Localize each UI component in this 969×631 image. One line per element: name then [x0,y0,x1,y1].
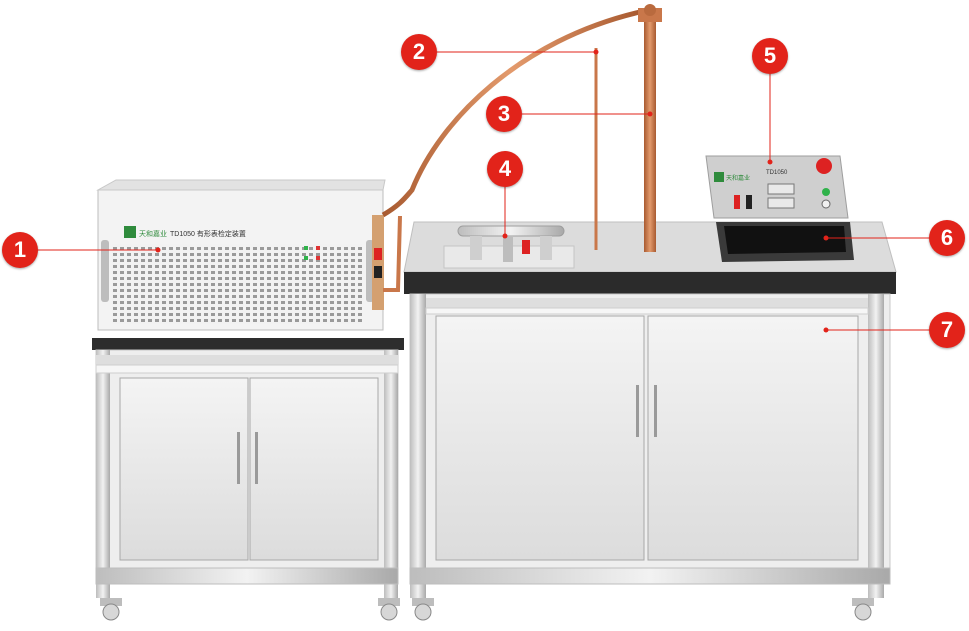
instrument-box: 天和嘉业 TD1050 有形表检定装置 [96,179,386,331]
caster [100,598,122,621]
caster [412,598,434,621]
copper-conductor [381,4,662,292]
brand-logo: 天和嘉业 [139,229,167,238]
caster [852,598,874,621]
device-label: TD1050 有形表检定装置 [170,229,246,238]
callout-5: 5 [752,38,788,74]
left-cabinet [92,338,404,621]
callout-6: 6 [929,220,965,256]
clamp-device [457,225,565,262]
callout-1: 1 [2,232,38,268]
control-panel: 天和嘉业 TD1050 [705,155,849,219]
brand-logo-icon [124,226,136,238]
right-table [403,221,897,621]
callout-2: 2 [401,34,437,70]
leader-lines [37,49,930,333]
panel-model: TD1050 [766,170,788,176]
caster [378,598,400,621]
callout-7: 7 [929,312,965,348]
callout-4: 4 [487,151,523,187]
callout-3: 3 [486,96,522,132]
panel-logo: 天和嘉业 [726,174,750,182]
touchscreen [716,222,854,262]
